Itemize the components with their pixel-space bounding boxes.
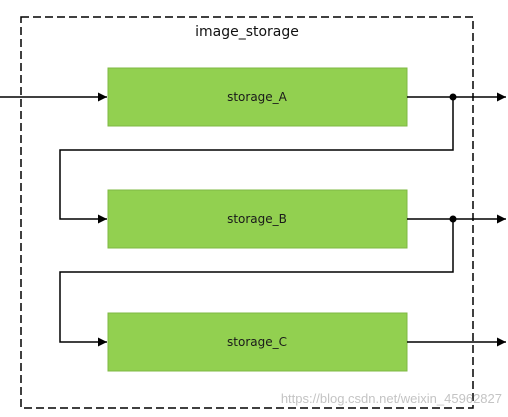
- storage-a-label: storage_A: [227, 90, 288, 104]
- watermark-text: https://blog.csdn.net/weixin_45962827: [281, 391, 502, 406]
- storage-b-label: storage_B: [227, 212, 287, 226]
- storage-b-box: [107, 189, 408, 249]
- container-title: image_storage: [195, 24, 299, 40]
- feedback-a-to-b-arrow: [59, 97, 454, 224]
- feedback-b-to-c-arrow: [59, 219, 454, 347]
- storage-c-label: storage_C: [227, 335, 287, 349]
- container-border: [20, 16, 474, 409]
- storage-c-box: [107, 312, 408, 372]
- storage-a-box: [107, 67, 408, 127]
